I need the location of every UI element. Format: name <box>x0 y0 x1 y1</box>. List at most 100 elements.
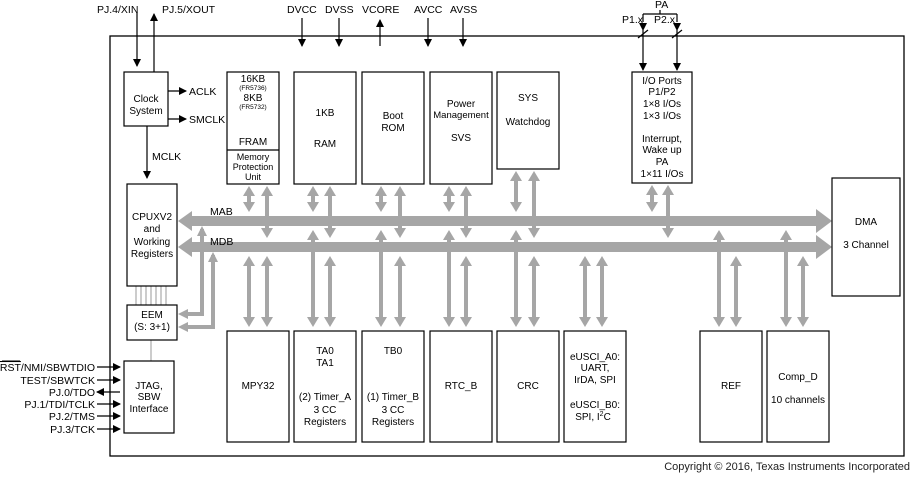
ram-l1: 1KB <box>316 108 335 119</box>
bus-connector-head-down-0 <box>243 202 255 212</box>
eem-l1: EEM <box>141 310 163 321</box>
sys-l1: SYS <box>518 93 538 104</box>
jtag-pin-labels: RST/NMI/SBWTDIO TEST/SBWTCK PJ.0/TDO PJ.… <box>0 360 95 436</box>
bus-connector-24 <box>717 238 721 319</box>
jtag-l1: JTAG, <box>135 381 163 392</box>
bus-connector-head-up-18 <box>443 230 455 240</box>
bus-connector-head-down-4 <box>375 202 387 212</box>
pin-pj2: PJ.2/TMS <box>49 411 95 423</box>
bus-connector-head-down-20 <box>510 317 522 327</box>
bus-connector-head-up-5 <box>394 186 406 196</box>
bus-connector-head-up-21 <box>528 256 540 266</box>
io-l7: PA <box>656 157 669 168</box>
boot-l2: ROM <box>381 123 404 134</box>
pin-pj4: PJ.4/XIN <box>97 4 138 16</box>
bus-connector-16 <box>379 238 383 319</box>
bus-connector-19 <box>464 264 468 319</box>
signal-lines <box>96 12 467 433</box>
bus-connector-head-down-17 <box>394 317 406 327</box>
bus-connector-head-up-0 <box>243 186 255 196</box>
bus-connector-head-up-11 <box>662 185 674 195</box>
bus-connector-head-down-1 <box>261 228 273 238</box>
pin-dvcc: DVCC <box>287 4 317 16</box>
eem-l2: (S: 3+1) <box>134 322 170 333</box>
bus-connector-head-down-3 <box>324 228 336 238</box>
tb0-l4: Registers <box>372 417 414 428</box>
rtc-b-block <box>429 330 493 443</box>
jtag-l2: SBW <box>138 392 161 403</box>
bus-connector-head-down-10 <box>646 202 658 212</box>
crc-l1: CRC <box>517 381 539 392</box>
pin-avcc: AVCC <box>414 4 443 16</box>
bus-connector-7 <box>464 194 468 230</box>
mclk-label: MCLK <box>152 151 181 163</box>
bus-connector-3 <box>328 194 332 230</box>
crc-block <box>496 330 560 443</box>
fram-l4: (FR5732) <box>239 104 266 111</box>
ref-l1: REF <box>721 381 741 392</box>
pin-pj3: PJ.3/TCK <box>50 424 95 436</box>
mpu-l3: Unit <box>245 172 262 182</box>
fram-l5: FRAM <box>239 137 267 148</box>
io-l4: 1×3 I/Os <box>643 111 681 122</box>
cpu-l2: and <box>144 224 161 235</box>
bus-connector-head-up-19 <box>460 256 472 266</box>
bus-connector-head-up-4 <box>375 186 387 196</box>
bus-connector-head-down-27 <box>797 317 809 327</box>
bus-connector-head-down-7 <box>460 228 472 238</box>
bus-connector-head-down-9 <box>528 228 540 238</box>
blocks <box>123 71 901 443</box>
bus-connector-6 <box>447 194 451 204</box>
bus-connector-head-down-16 <box>375 317 387 327</box>
pin-pj0: PJ.0/TDO <box>49 387 95 399</box>
tb0-l3: 3 CC <box>382 405 405 416</box>
clock-line1: Clock <box>133 94 159 105</box>
cpu-block <box>126 183 178 287</box>
bus-connector-head-up-3 <box>324 186 336 196</box>
io-l8: 1×11 I/Os <box>641 169 684 180</box>
bus-connector-head-up-6 <box>443 186 455 196</box>
jtag-l3: Interface <box>130 404 169 415</box>
bus-connector-head-down-25 <box>730 317 742 327</box>
bus-connector-head-up-15 <box>324 256 336 266</box>
bus-connector-head-down-11 <box>662 228 674 238</box>
dma-l2: 3 Channel <box>843 240 889 251</box>
bus-connector-head-up-14 <box>307 230 319 240</box>
mpu-l2: Protection <box>233 162 274 172</box>
ta0-block <box>293 330 357 443</box>
top-pin-labels: PJ.4/XIN PJ.5/XOUT DVCC DVSS VCORE AVCC … <box>97 0 676 26</box>
io-l3: 1×8 I/Os <box>643 99 681 110</box>
bus-connector-22 <box>583 264 587 319</box>
ta0-l5: Registers <box>304 417 346 428</box>
bus-connector-11 <box>666 193 670 230</box>
bus-connectors <box>243 171 809 327</box>
power-management-block <box>429 71 493 185</box>
ta0-l2: TA1 <box>316 358 334 369</box>
pin-vcore: VCORE <box>362 4 399 16</box>
ta0-l4: 3 CC <box>314 405 337 416</box>
bus-connector-26 <box>784 238 788 319</box>
fram-l1: 16KB <box>241 74 266 85</box>
cpu-l1: CPUXV2 <box>132 212 172 223</box>
copyright-notice: Copyright © 2016, Texas Instruments Inco… <box>664 461 910 473</box>
cpu-l3: Working <box>134 237 171 248</box>
mpy-l1: MPY32 <box>242 381 275 392</box>
bus-connector-14 <box>311 238 315 319</box>
power-l2: Management <box>433 110 489 121</box>
bus-connector-head-up-16 <box>375 230 387 240</box>
bus-connector-head-up-13 <box>261 256 273 266</box>
bus-connector-1 <box>265 194 269 230</box>
mab-bus <box>178 209 832 233</box>
bus-connector-17 <box>398 264 402 319</box>
bus-connector-head-down-26 <box>780 317 792 327</box>
io-l1: I/O Ports <box>642 76 681 87</box>
bus-connector-head-down-19 <box>460 317 472 327</box>
rtc-l1: RTC_B <box>445 381 478 392</box>
bus-connector-18 <box>447 238 451 319</box>
bus-connector-27 <box>801 264 805 319</box>
eusci-l2: UART, <box>581 363 610 374</box>
pin-p1: P1.x <box>622 14 644 26</box>
bus-connector-5 <box>398 194 402 230</box>
bus-connector-0 <box>247 194 251 204</box>
